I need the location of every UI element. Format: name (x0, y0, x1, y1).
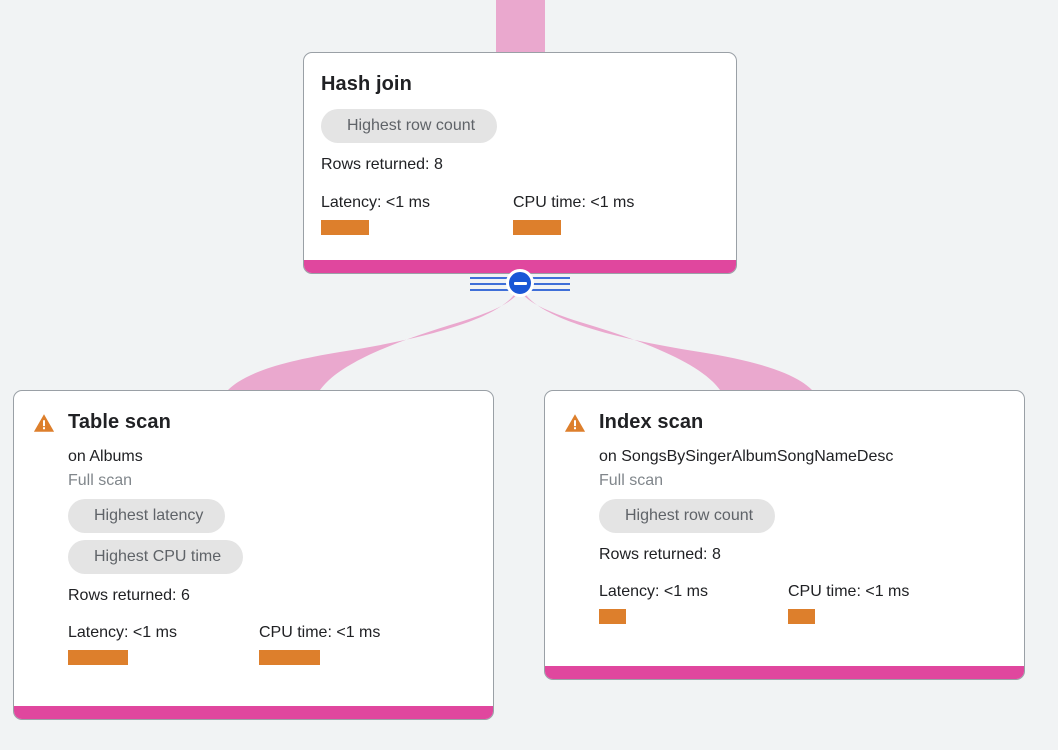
node-rows-returned: Rows returned: 6 (68, 587, 190, 604)
node-scan-type: Full scan (599, 472, 664, 489)
collapse-rail-left (470, 277, 512, 291)
node-metric-latency: Latency: <1 ms (321, 193, 513, 235)
metric-label: CPU time: <1 ms (513, 194, 635, 211)
metric-label: CPU time: <1 ms (259, 624, 381, 641)
node-rows-returned: Rows returned: 8 (321, 156, 443, 173)
node-metric-cpu-time: CPU time: <1 ms (788, 582, 909, 624)
node-subtitle: on SongsBySingerAlbumSongNameDesc (599, 448, 894, 465)
node-title-group: Index scan on SongsBySingerAlbumSongName… (599, 409, 1007, 624)
node-title: Hash join (321, 73, 412, 95)
node-metric-latency: Latency: <1 ms (599, 582, 788, 624)
warning-triangle-icon (33, 414, 55, 432)
node-body: Table scan on Albums Full scan Highest l… (14, 391, 493, 665)
node-chip-list: Highest row count (599, 499, 1007, 540)
metric-label: Latency: <1 ms (321, 194, 430, 211)
plan-node-hash-join[interactable]: Hash join Highest row count Rows returne… (303, 52, 737, 274)
node-header: Hash join (321, 71, 719, 97)
metric-bar (599, 609, 626, 624)
node-metrics: Latency: <1 ms CPU time: <1 ms (68, 623, 476, 665)
metric-label: CPU time: <1 ms (788, 583, 910, 600)
node-chip-highest-row-count[interactable]: Highest row count (599, 499, 776, 533)
node-header: Index scan on SongsBySingerAlbumSongName… (564, 409, 1007, 624)
node-body: Index scan on SongsBySingerAlbumSongName… (545, 391, 1024, 624)
node-metrics: Latency: <1 ms CPU time: <1 ms (321, 193, 719, 235)
edge-incoming-root (496, 0, 545, 52)
metric-bar (321, 220, 369, 235)
metric-bar (68, 650, 128, 665)
metric-label: Latency: <1 ms (68, 624, 177, 641)
edge-hashjoin-to-index-scan (521, 292, 812, 390)
minus-icon (513, 281, 527, 285)
metric-bar (788, 609, 815, 624)
node-title: Index scan (599, 411, 704, 433)
metric-bar (259, 650, 320, 665)
node-chip-highest-latency[interactable]: Highest latency (68, 499, 226, 533)
node-accent-bar (304, 260, 736, 273)
node-metric-latency: Latency: <1 ms (68, 623, 259, 665)
node-chip-list: Highest row count (321, 109, 719, 150)
node-rows-returned: Rows returned: 8 (599, 546, 721, 563)
node-title-group: Table scan on Albums Full scan Highest l… (68, 409, 476, 665)
node-metric-cpu-time: CPU time: <1 ms (513, 193, 634, 235)
plan-node-table-scan[interactable]: Table scan on Albums Full scan Highest l… (13, 390, 494, 720)
node-title-group: Hash join (321, 71, 719, 97)
metric-label: Latency: <1 ms (599, 583, 708, 600)
node-scan-type: Full scan (68, 472, 133, 489)
node-metric-cpu-time: CPU time: <1 ms (259, 623, 380, 665)
node-title: Table scan (68, 411, 171, 433)
node-body: Hash join Highest row count Rows returne… (304, 53, 736, 235)
node-chip-highest-row-count[interactable]: Highest row count (321, 109, 498, 143)
node-accent-bar (14, 706, 493, 719)
edge-hashjoin-to-table-scan (228, 292, 519, 390)
collapse-rail-right (528, 277, 570, 291)
node-metrics: Latency: <1 ms CPU time: <1 ms (599, 582, 1007, 624)
warning-triangle-icon (564, 414, 586, 432)
node-chip-highest-cpu-time[interactable]: Highest CPU time (68, 540, 244, 574)
node-subtitle: on Albums (68, 448, 143, 465)
node-accent-bar (545, 666, 1024, 679)
node-header: Table scan on Albums Full scan Highest l… (33, 409, 476, 665)
collapse-node-toggle[interactable] (506, 269, 534, 297)
metric-bar (513, 220, 561, 235)
plan-node-index-scan[interactable]: Index scan on SongsBySingerAlbumSongName… (544, 390, 1025, 680)
node-chip-list: Highest latency Highest CPU time (68, 499, 476, 581)
